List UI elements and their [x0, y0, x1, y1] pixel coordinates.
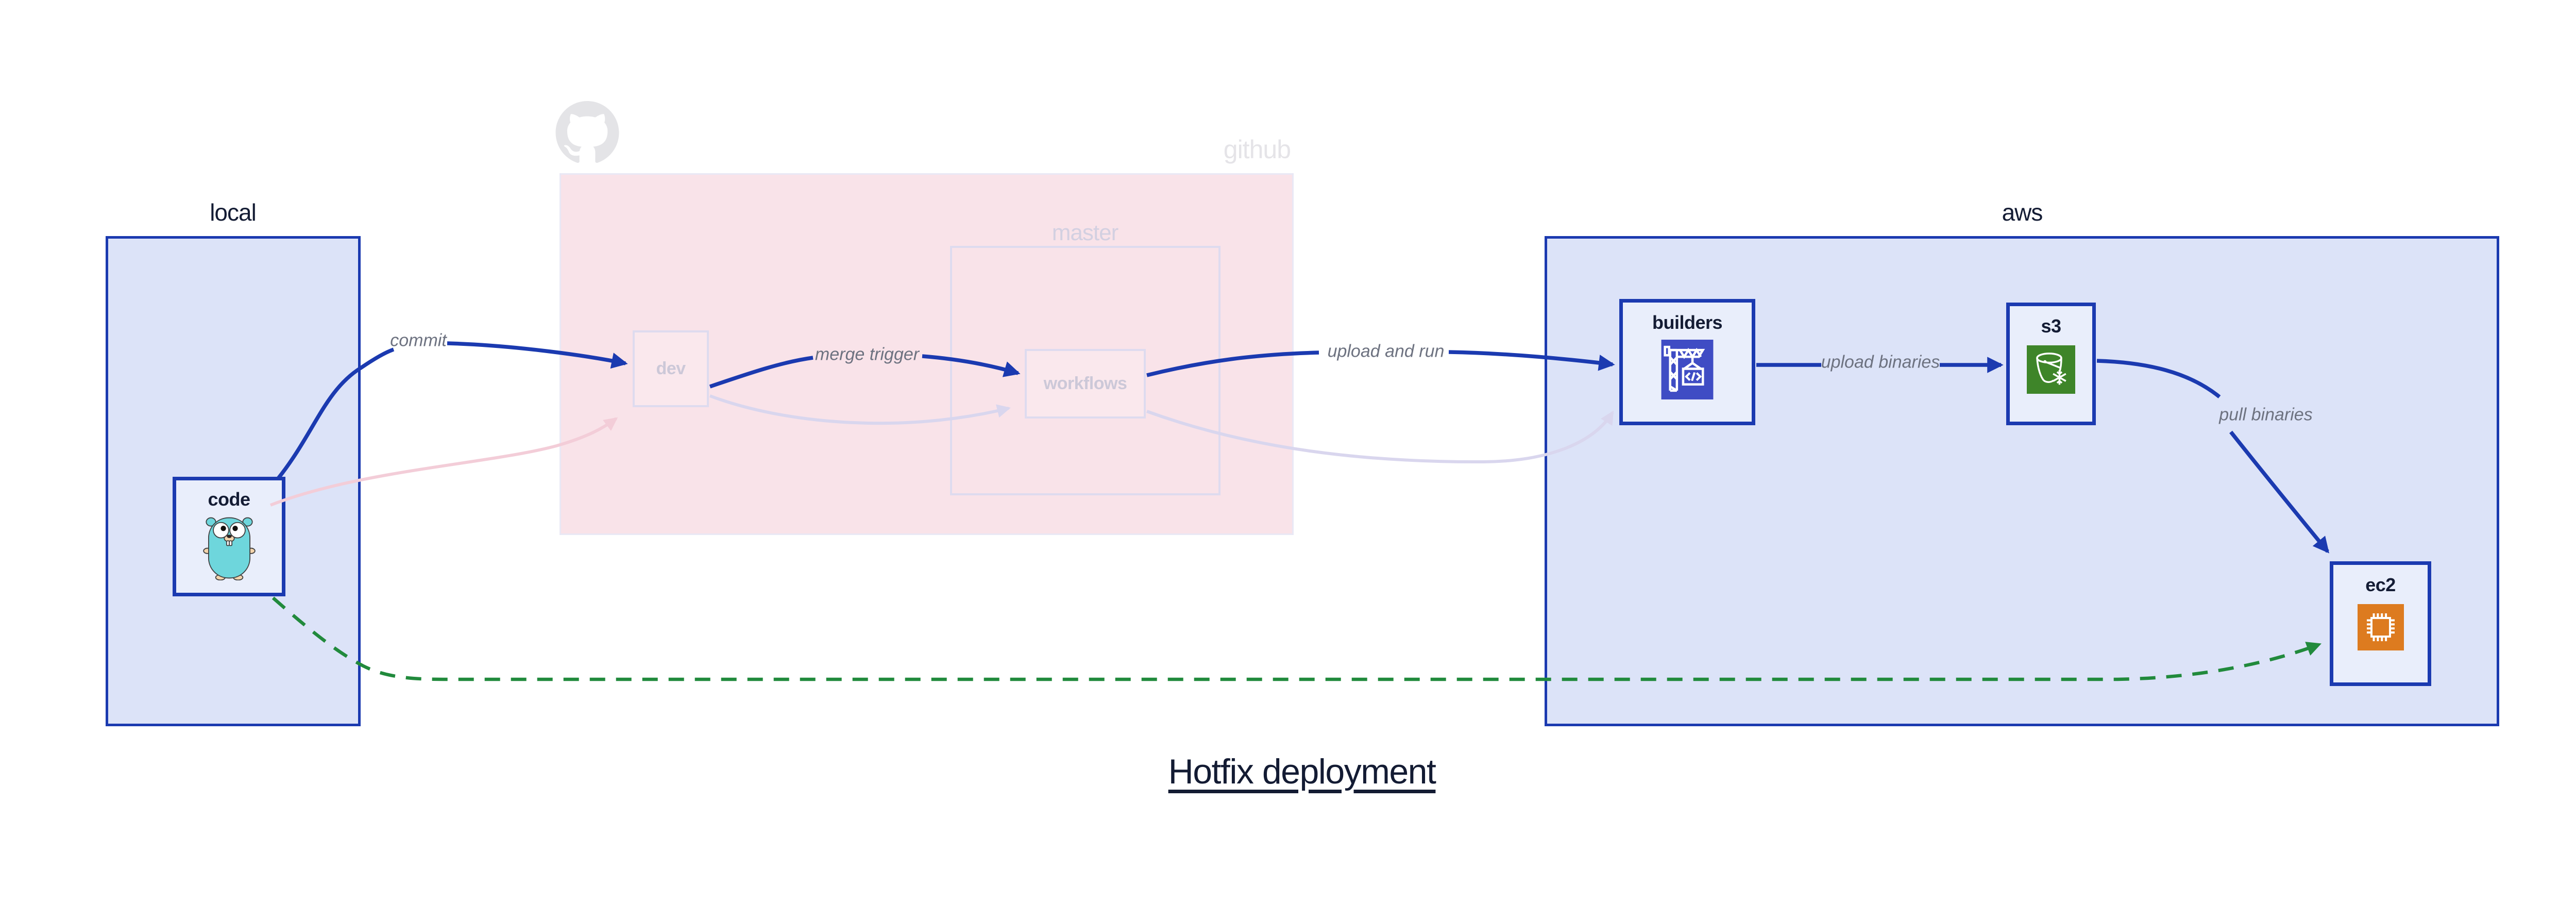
- node-s3-label: s3: [2041, 315, 2061, 337]
- go-gopher-icon: [202, 517, 256, 580]
- aws-ec2-chip-icon: [2357, 604, 2404, 650]
- node-ec2: ec2: [2330, 561, 2431, 686]
- merge-trigger-edge-label: merge trigger: [815, 344, 920, 364]
- node-code-label: code: [208, 489, 250, 510]
- node-dev: dev: [633, 330, 709, 407]
- node-workflows: workflows: [1025, 349, 1146, 419]
- node-ec2-label: ec2: [2365, 574, 2396, 595]
- local-group-label: local: [210, 199, 257, 226]
- node-s3: s3: [2006, 303, 2096, 425]
- github-octocat-icon: [555, 101, 619, 163]
- pull-binaries-edge-label: pull binaries: [2219, 405, 2313, 425]
- node-builders: builders: [1619, 299, 1755, 425]
- aws-codebuild-crane-icon: [1661, 340, 1714, 399]
- diagram-title: Hotfix deployment: [1168, 752, 1436, 791]
- commit-edge-label: commit: [390, 330, 447, 350]
- github-group-label: github: [1223, 135, 1291, 164]
- node-workflows-label: workflows: [1043, 374, 1127, 393]
- master-branch-label: master: [1052, 220, 1118, 245]
- node-dev-label: dev: [656, 359, 686, 378]
- aws-s3-bucket-icon: [2027, 345, 2075, 394]
- aws-group-label: aws: [2002, 199, 2043, 226]
- upload-and-run-edge-label: upload and run: [1327, 341, 1445, 361]
- node-code: code: [173, 477, 285, 596]
- upload-binaries-edge-label: upload binaries: [1821, 352, 1940, 372]
- node-builders-label: builders: [1652, 312, 1723, 333]
